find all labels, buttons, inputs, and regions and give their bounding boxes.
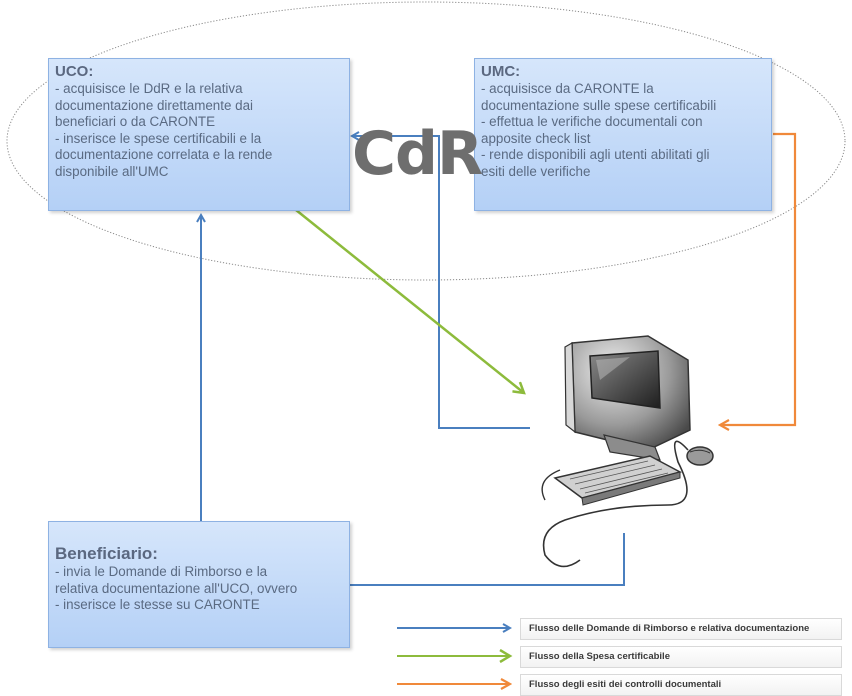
flow-computer-to-uco <box>352 136 530 429</box>
umc-line: apposite check list <box>481 130 591 146</box>
uco-line: beneficiari o da CARONTE <box>55 114 216 130</box>
umc-box: UMC: - acquisisce da CARONTE la document… <box>474 58 772 211</box>
uco-line: disponibile all'UMC <box>55 163 169 179</box>
umc-line: - acquisisce da CARONTE la <box>481 81 654 96</box>
uco-title: UCO: <box>55 63 94 80</box>
beneficiario-box: Beneficiario: - invia le Domande di Rimb… <box>48 521 350 648</box>
umc-line: - effettua le verifiche documentali con <box>481 114 703 130</box>
cdr-ellipse <box>6 1 846 281</box>
flow-esiti-controlli <box>720 132 797 425</box>
cdr-label: CdR <box>352 119 483 189</box>
umc-line: esiti delle verifiche <box>481 163 591 179</box>
flow-beneficiario-to-computer <box>350 533 625 586</box>
umc-line: documentazione sulle spese certificabili <box>481 97 717 113</box>
flow-spesa-certificabile <box>295 209 524 393</box>
umc-line: - rende disponibili agli utenti abilitat… <box>481 147 710 163</box>
uco-line: documentazione direttamente dai <box>55 97 254 113</box>
legend-item-domande: Flusso delle Domande di Rimborso e relat… <box>520 618 842 640</box>
uco-box: UCO: - acquisisce le DdR e la relativa d… <box>48 58 350 211</box>
umc-title: UMC: <box>481 63 521 80</box>
beneficiario-line: relativa documentazione all'UCO, ovvero <box>55 580 298 596</box>
legend-item-spesa: Flusso della Spesa certificabile <box>520 646 842 668</box>
uco-line: - acquisisce le DdR e la relativa <box>55 81 243 96</box>
uco-line: - inserisce le spese certificabili e la <box>55 130 262 146</box>
beneficiario-line: - inserisce le stesse su CARONTE <box>55 597 260 613</box>
beneficiario-line: - invia le Domande di Rimborso e la <box>55 564 268 579</box>
computer-icon <box>541 335 714 568</box>
uco-line: documentazione correlata e la rende <box>55 147 273 163</box>
beneficiario-title: Beneficiario: <box>55 544 158 563</box>
legend-item-esiti: Flusso degli esiti dei controlli documen… <box>520 674 842 696</box>
